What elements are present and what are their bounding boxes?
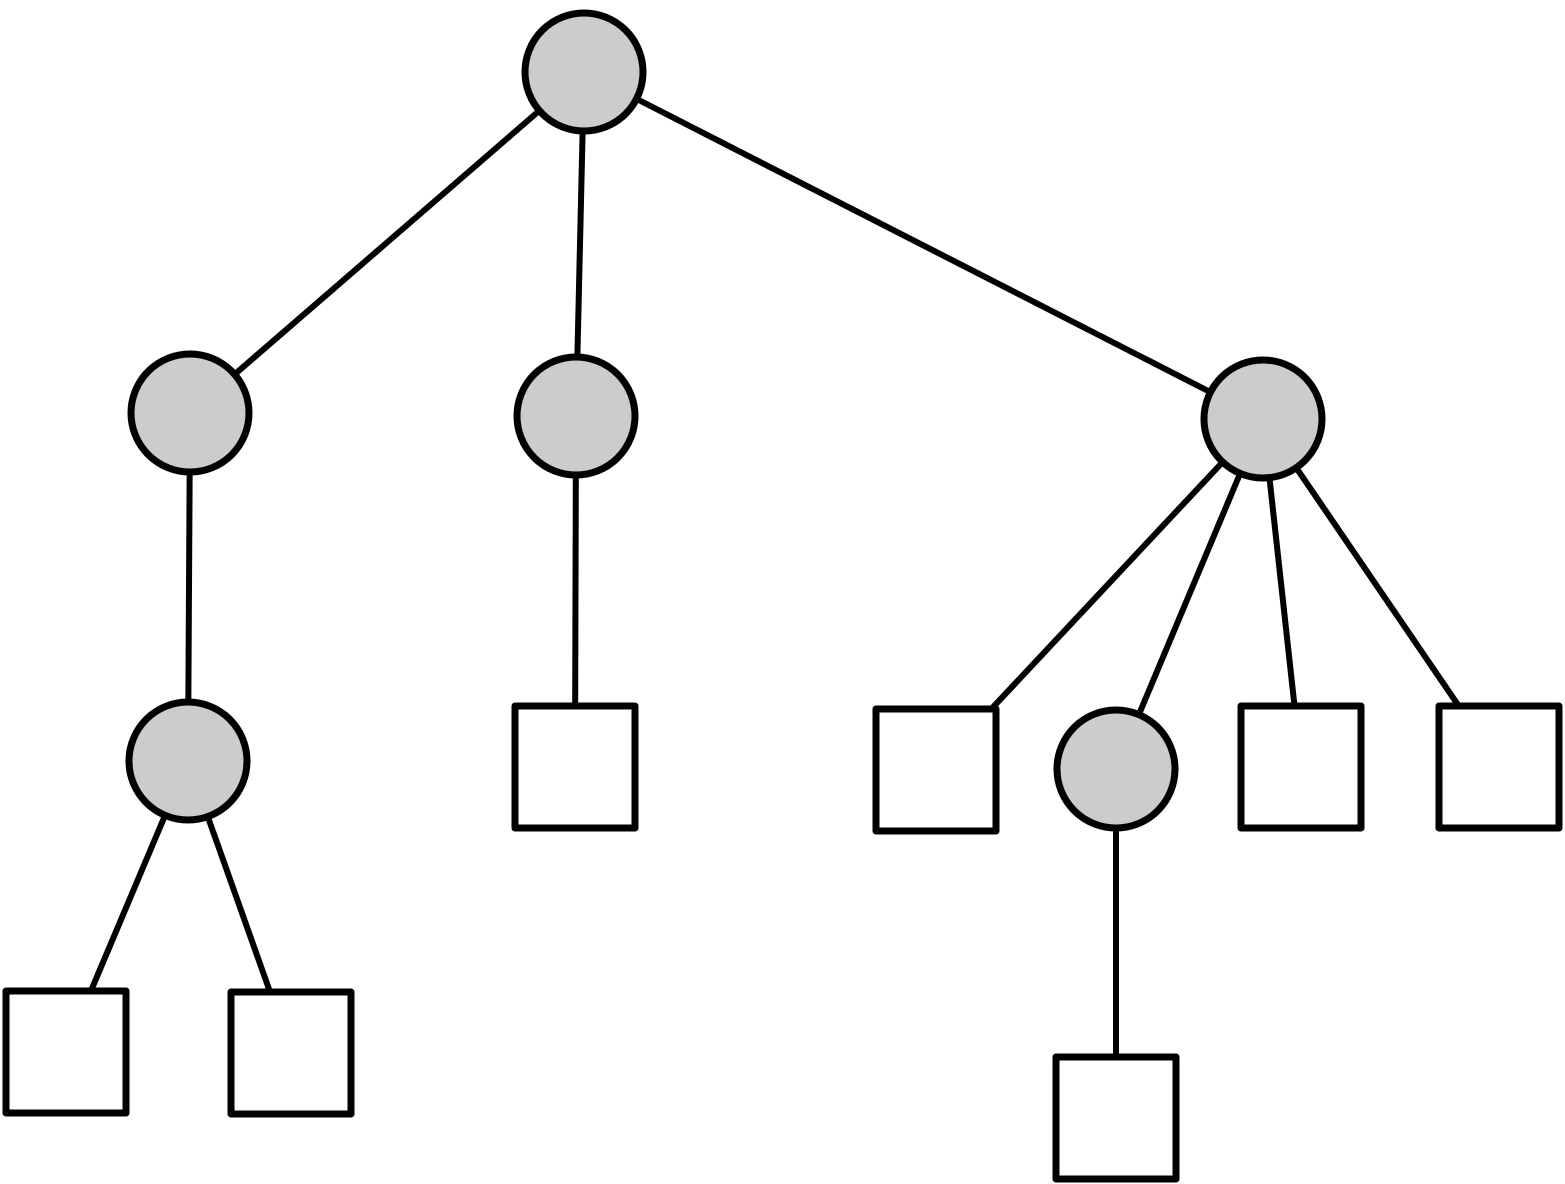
square-node-c2-leaf-1 (1052, 1053, 1180, 1183)
nodes-layer (2, 9, 1563, 1183)
square-node-a1-leaf-1 (2, 987, 130, 1117)
circle-node-a1 (125, 698, 251, 824)
edge-c-to-c2 (1113, 416, 1266, 772)
square-node-c-leaf-4 (1435, 702, 1563, 832)
circle-node-b (513, 353, 639, 479)
circle-node-c2 (1053, 706, 1179, 832)
square-node-c-leaf-3 (1237, 702, 1365, 832)
edges-layer (63, 69, 1502, 1119)
square-node-b-leaf-1 (511, 702, 639, 832)
circle-node-root (521, 9, 647, 135)
circle-node-c (1200, 356, 1326, 482)
edge-root-to-a (187, 69, 587, 416)
circle-node-a (127, 350, 253, 476)
edge-root-to-c (581, 69, 1266, 422)
square-node-a1-leaf-2 (227, 988, 355, 1118)
square-node-c-leaf-1 (872, 705, 1000, 835)
